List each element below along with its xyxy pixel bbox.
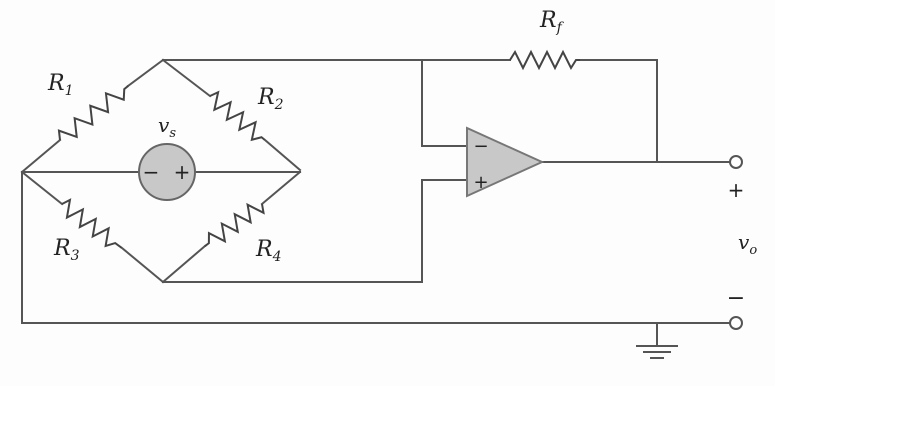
output-terminal-top-icon bbox=[729, 155, 743, 169]
label-r4: R4 bbox=[255, 237, 282, 265]
wire-r3-bottom bbox=[120, 246, 165, 284]
resistor-r1-icon bbox=[57, 85, 129, 141]
wire-r3-top bbox=[20, 170, 64, 206]
vs-minus-sign: − bbox=[143, 160, 160, 184]
opamp-inverting-sign: − bbox=[473, 136, 488, 157]
wire-inverting-input bbox=[421, 59, 468, 147]
opamp-noninverting-sign: + bbox=[473, 172, 488, 193]
output-terminal-bottom-icon bbox=[729, 316, 743, 330]
resistor-r4-icon bbox=[204, 202, 265, 247]
wire-r1-top bbox=[126, 58, 165, 88]
op-amp-icon bbox=[466, 126, 545, 198]
label-r3: R3 bbox=[53, 236, 80, 264]
resistor-r2-icon bbox=[209, 90, 266, 142]
label-rf: Rf bbox=[539, 8, 565, 36]
wire-r1-bottom bbox=[20, 138, 62, 174]
ground-icon bbox=[636, 345, 678, 359]
wire-r4-top bbox=[260, 170, 302, 206]
wire-r2-top bbox=[161, 58, 212, 98]
resistor-r3-icon bbox=[61, 198, 123, 249]
label-vo: vo bbox=[738, 230, 757, 258]
vs-plus-sign: + bbox=[174, 160, 191, 184]
wire-r2-bottom bbox=[263, 138, 302, 172]
wire-ground-rail bbox=[21, 171, 731, 324]
bridge-wires bbox=[20, 58, 302, 284]
wire-r4-bottom bbox=[161, 244, 207, 284]
label-r2: R2 bbox=[257, 85, 284, 113]
figure-background bbox=[0, 0, 775, 386]
wire-noninverting-input bbox=[162, 179, 468, 283]
wire-rf-right bbox=[579, 59, 658, 163]
output-minus-sign: − bbox=[727, 286, 745, 311]
voltage-source-icon bbox=[138, 143, 196, 201]
output-plus-sign: + bbox=[728, 178, 745, 202]
amplifier-wires bbox=[21, 59, 731, 346]
label-r1: R1 bbox=[47, 71, 74, 99]
label-vs: vs bbox=[158, 113, 176, 141]
resistor-rf-icon bbox=[509, 49, 580, 71]
